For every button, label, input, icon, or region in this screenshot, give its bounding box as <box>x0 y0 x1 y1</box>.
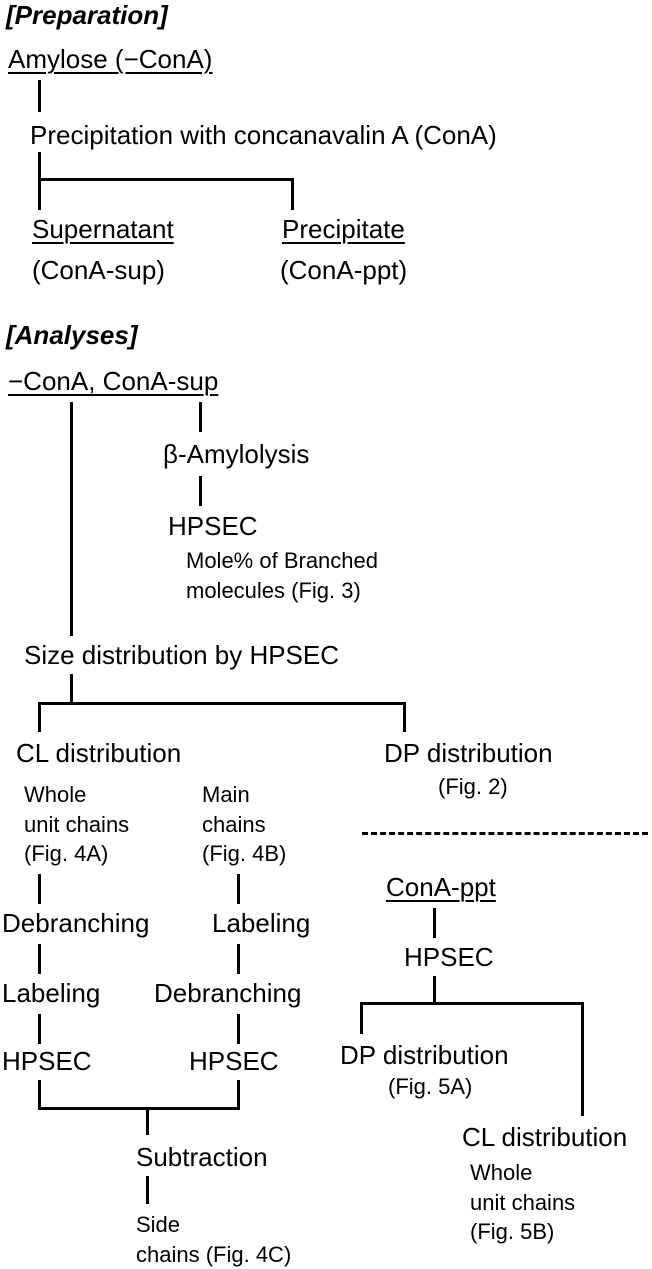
connector <box>38 1080 41 1110</box>
dashed-separator <box>362 832 648 835</box>
note-line: unit chains <box>470 1189 576 1215</box>
connector <box>38 702 41 732</box>
connector <box>291 178 294 210</box>
conA-conAsup-node: −ConA, ConA-sup <box>8 366 219 396</box>
precipitate-abbr: (ConA-ppt) <box>280 255 408 285</box>
note-line: Whole <box>24 782 87 807</box>
note-line: Mole% of Branched <box>186 548 378 573</box>
conA-ppt-node: ConA-ppt <box>386 872 496 902</box>
hpsec-node: HPSEC <box>168 511 258 541</box>
dp-distribution-node: DP distribution <box>384 738 553 768</box>
debranching-node-left: Debranching <box>2 908 150 938</box>
connector <box>146 1176 149 1204</box>
note-line: chains <box>202 811 266 837</box>
whole-unit-chains-note: Whole unit chains (Fig. 4A) <box>24 780 129 869</box>
connector <box>433 976 436 1004</box>
hpsec-node-left: HPSEC <box>2 1046 92 1076</box>
ppt-dp-distribution-node: DP distribution <box>340 1040 509 1070</box>
connector <box>237 1014 240 1044</box>
connector <box>237 1080 240 1110</box>
ppt-dp-fig-ref: (Fig. 5A) <box>388 1074 473 1099</box>
ppt-cl-distribution-node: CL distribution <box>462 1122 628 1152</box>
connector <box>581 1002 584 1116</box>
beta-amylolysis-node: β-Amylolysis <box>163 439 310 469</box>
connector <box>38 702 406 705</box>
side-chains-note: Side chains (Fig. 4C) <box>136 1210 291 1269</box>
connector <box>360 1002 363 1034</box>
size-distribution-node: Size distribution by HPSEC <box>24 640 340 670</box>
supernatant-node: Supernatant <box>32 214 174 244</box>
note-line: molecules (Fig. 3) <box>186 577 361 603</box>
note-line: (Fig. 5B) <box>470 1219 555 1245</box>
ppt-whole-unit-chains-note: Whole unit chains (Fig. 5B) <box>470 1158 575 1247</box>
supernatant-abbr: (ConA-sup) <box>32 255 165 285</box>
cl-distribution-node: CL distribution <box>16 738 182 768</box>
precipitation-node: Precipitation with concanavalin A (ConA) <box>30 120 497 150</box>
main-chains-note: Main chains (Fig. 4B) <box>202 780 286 869</box>
note-line: chains (Fig. 4C) <box>136 1241 292 1267</box>
branched-molecules-note: Mole% of Branched molecules (Fig. 3) <box>186 546 378 605</box>
amylose-node: Amylose (−ConA) <box>8 44 213 74</box>
analyses-header: [Analyses] <box>6 320 138 350</box>
connector <box>433 908 436 938</box>
connector <box>199 402 202 432</box>
labeling-node-left: Labeling <box>2 978 101 1008</box>
precipitate-node: Precipitate <box>282 214 405 244</box>
connector <box>38 152 41 180</box>
connector <box>38 874 41 904</box>
subtraction-node: Subtraction <box>136 1142 268 1172</box>
connector <box>237 874 240 904</box>
connector <box>237 944 240 974</box>
note-line: (Fig. 4A) <box>24 841 109 867</box>
preparation-header: [Preparation] <box>6 0 168 30</box>
dp-fig-ref: (Fig. 2) <box>438 774 508 799</box>
connector <box>70 402 73 636</box>
connector <box>403 702 406 732</box>
note-line: Main <box>202 782 250 807</box>
connector <box>146 1107 149 1135</box>
connector <box>38 1107 240 1110</box>
connector <box>38 178 294 181</box>
note-line: Side <box>136 1212 181 1237</box>
connector <box>360 1002 584 1005</box>
connector <box>38 944 41 974</box>
connector <box>38 178 41 210</box>
note-line: Whole <box>470 1160 533 1185</box>
labeling-node-right: Labeling <box>212 908 311 938</box>
connector <box>38 1014 41 1044</box>
note-line: (Fig. 4B) <box>202 841 287 867</box>
connector <box>38 80 41 112</box>
hpsec-node-right: HPSEC <box>189 1046 279 1076</box>
debranching-node-right: Debranching <box>154 978 302 1008</box>
note-line: unit chains <box>24 811 130 837</box>
hpsec-node-ppt: HPSEC <box>404 942 494 972</box>
connector <box>199 476 202 506</box>
connector <box>70 674 73 704</box>
